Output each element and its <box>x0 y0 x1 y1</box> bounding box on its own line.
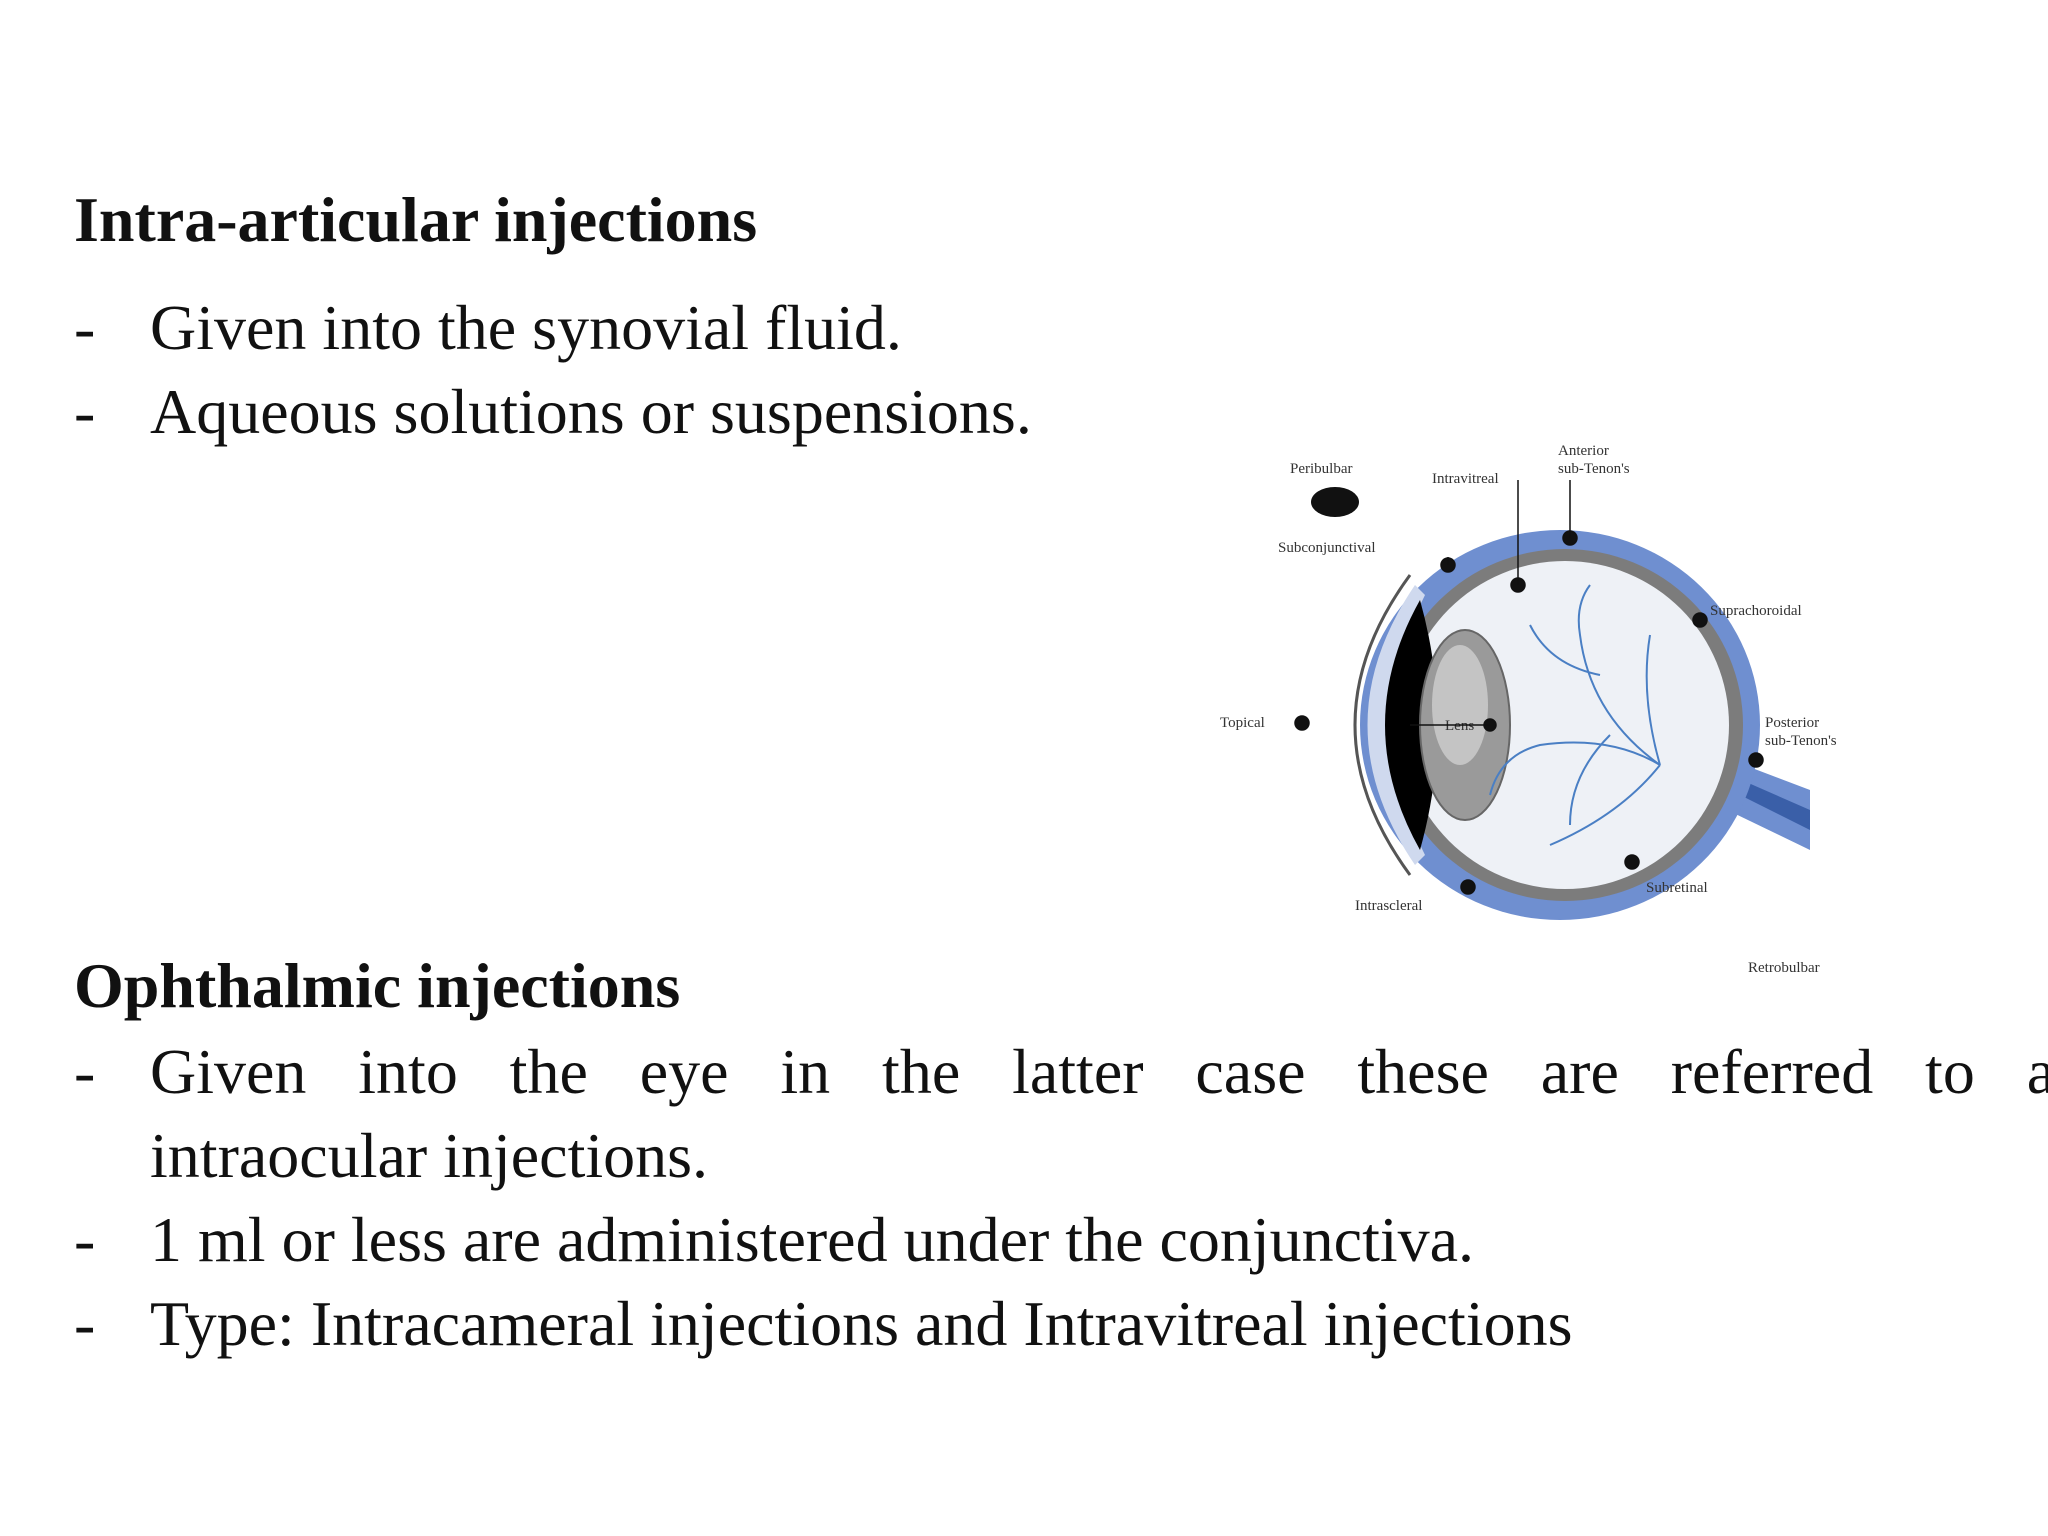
injection-site-markers <box>1294 480 1764 895</box>
bullet-text-line1: Given into the eye in the latter case th… <box>150 1036 2048 1107</box>
label-intravitreal: Intravitreal <box>1432 471 1499 487</box>
bullet-dash: - <box>74 376 96 447</box>
label-subconjunctival: Subconjunctival <box>1278 540 1376 556</box>
eye-injection-sites-diagram: Lens Peribulbar Intravitreal Anterior su… <box>1220 443 1837 976</box>
section-heading-ophthalmic: Ophthalmic injections <box>74 950 681 1021</box>
peribulbar-site <box>1311 487 1359 517</box>
label-suprachoroidal: Suprachoroidal <box>1710 603 1802 619</box>
bullet-dash: - <box>74 1288 96 1359</box>
label-posterior-1: Posterior <box>1765 715 1819 731</box>
label-anterior-1: Anterior <box>1558 443 1609 459</box>
label-peribulbar: Peribulbar <box>1290 461 1352 477</box>
bullet-text-line2: intraocular injections. <box>150 1120 709 1191</box>
label-subretinal: Subretinal <box>1646 880 1708 896</box>
retinal-vessels <box>1489 584 1661 846</box>
label-topical: Topical <box>1220 715 1265 731</box>
lens-label: Lens <box>1445 718 1474 734</box>
bullet-text: 1 ml or less are administered under the … <box>150 1204 1475 1275</box>
bullet-dash: - <box>74 1036 96 1107</box>
bullet-dash: - <box>74 292 96 363</box>
label-intrascleral: Intrascleral <box>1355 898 1422 914</box>
bullet-dash: - <box>74 1204 96 1275</box>
section-heading-intra-articular: Intra-articular injections <box>74 184 758 255</box>
label-retrobulbar: Retrobulbar <box>1748 960 1820 976</box>
label-posterior-2: sub-Tenon's <box>1765 733 1837 749</box>
bullet-text: Given into the synovial fluid. <box>150 292 902 363</box>
bullet-text: Aqueous solutions or suspensions. <box>150 376 1032 447</box>
label-anterior-2: sub-Tenon's <box>1558 461 1630 477</box>
cornea <box>1367 585 1425 865</box>
bullet-text: Type: Intracameral injections and Intrav… <box>150 1288 1573 1359</box>
